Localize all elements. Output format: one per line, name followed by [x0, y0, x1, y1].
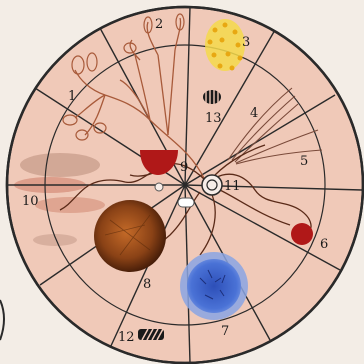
label-6: 6: [320, 237, 328, 252]
label-3: 3: [242, 35, 250, 50]
label-12: 12: [118, 330, 135, 345]
label-7: 7: [221, 324, 229, 339]
label-1: 1: [68, 89, 76, 104]
label-4: 4: [250, 106, 258, 121]
label-11: 11: [224, 179, 241, 194]
center-ring-11: [202, 175, 222, 195]
striped-oval-13: [203, 90, 221, 104]
label-5: 5: [300, 154, 308, 169]
label-9: 9: [180, 160, 188, 175]
label-2: 2: [155, 17, 163, 32]
white-capsule: [178, 198, 194, 207]
yellow-granule-cluster: [205, 19, 245, 71]
label-10: 10: [22, 194, 39, 209]
striped-bar-12: [138, 329, 164, 340]
red-cell-6: [291, 223, 313, 245]
brown-cell-8: [94, 200, 166, 272]
blue-cell-7: [180, 252, 248, 320]
adjacent-disc-edge: [0, 300, 4, 340]
label-8: 8: [143, 277, 151, 292]
small-ring-cell: [155, 183, 163, 191]
label-13: 13: [205, 111, 222, 126]
tissue-smear-gray: [20, 153, 100, 177]
